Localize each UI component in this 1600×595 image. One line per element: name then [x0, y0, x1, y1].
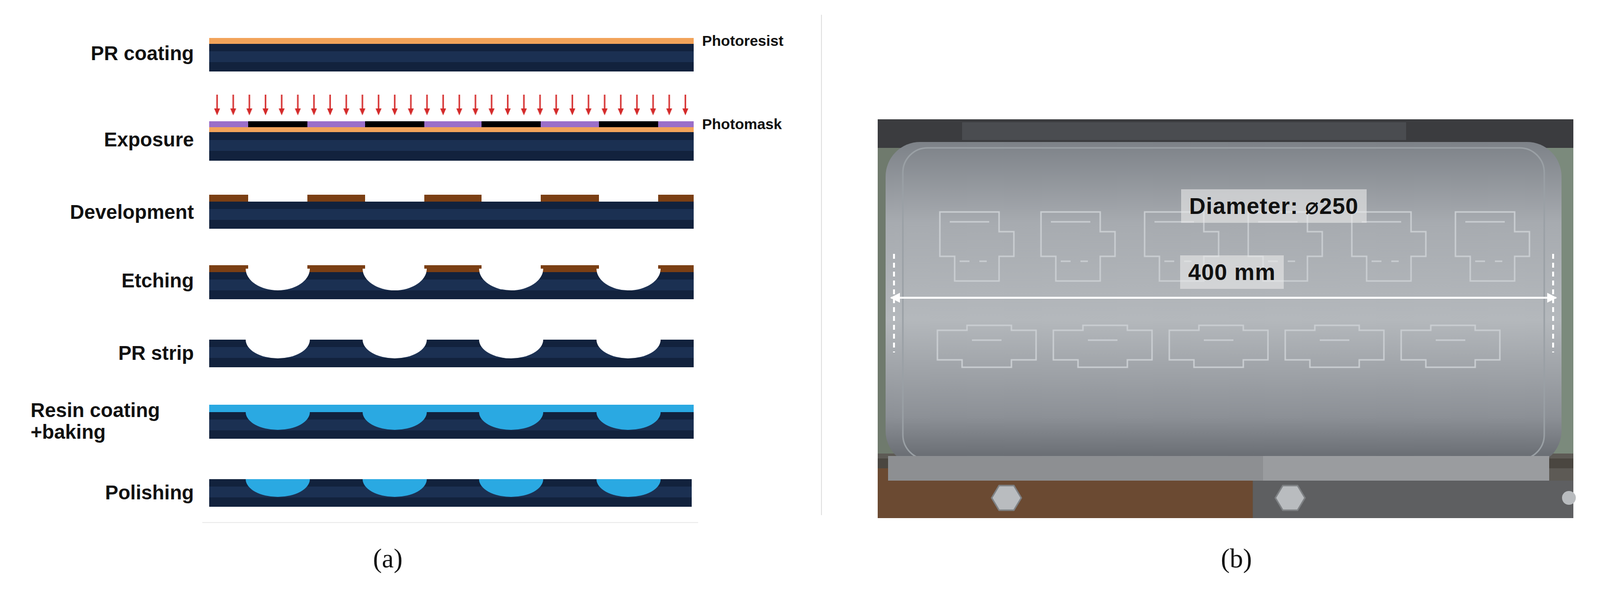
development-stack-part — [307, 194, 366, 202]
polishing-stack — [209, 479, 692, 508]
etching-stack-part — [362, 268, 427, 291]
roller-photo-part — [902, 148, 1545, 460]
roller-photo-part — [1455, 212, 1530, 282]
exposure-stack-part — [209, 127, 694, 133]
exposure-stack-part — [598, 121, 659, 128]
step-label: PR strip — [118, 341, 194, 366]
pr-strip-stack-part — [362, 339, 427, 359]
etching-stack-part — [209, 265, 249, 273]
roller-photo-part — [1253, 481, 1574, 519]
etching-stack-part — [540, 265, 599, 273]
pr-coating-stack-part — [209, 51, 694, 63]
roller-photo-part — [888, 456, 1264, 482]
etching-stack-part — [658, 265, 694, 273]
polishing-stack-part — [362, 479, 427, 498]
step-label: Exposure — [104, 127, 194, 152]
panel-label: (b) — [1221, 543, 1253, 575]
development-stack-part — [209, 201, 694, 229]
polishing-stack-part — [245, 479, 310, 498]
resin-stack-part — [209, 405, 694, 413]
layer-label: Photomask — [702, 115, 782, 134]
roller-photo-part — [885, 142, 1562, 466]
development-stack-part — [424, 194, 482, 202]
dimension-label: 400 mm — [1180, 255, 1284, 290]
etching-stack-part — [245, 268, 310, 291]
development-stack-part — [540, 194, 599, 202]
development-stack-part — [658, 194, 694, 202]
roller-photo-part — [1263, 456, 1550, 482]
roller-photo-part — [937, 325, 1037, 368]
dimension-label: Diameter: ⌀250 — [1181, 189, 1367, 224]
step-label: Etching — [121, 268, 194, 293]
roller-photo-part — [939, 212, 1014, 282]
step-label: PR coating — [90, 41, 194, 66]
development-stack-part — [209, 194, 249, 202]
etching-stack — [209, 265, 694, 300]
resin-stack-part — [596, 412, 661, 431]
resin-stack-part — [362, 412, 427, 431]
pr-strip-stack-part — [245, 339, 310, 359]
exposure-stack-part — [481, 121, 541, 128]
pr-strip-stack-part — [479, 339, 544, 359]
roller-photo-part — [1275, 485, 1305, 511]
panel-label: (a) — [372, 543, 403, 575]
step-label: Polishing — [105, 481, 194, 505]
roller-photo-part — [891, 297, 1557, 299]
roller-photo-part — [1041, 212, 1116, 282]
roller-photo-part — [1285, 325, 1384, 368]
step-label: Resin coating +baking — [30, 399, 189, 444]
exposure-stack — [209, 94, 694, 161]
roller-photo-part — [1562, 491, 1576, 506]
pr-strip-stack — [209, 339, 694, 368]
roller-photo — [877, 119, 1576, 519]
etching-stack-part — [424, 265, 482, 273]
exposure-stack-part — [209, 121, 694, 128]
roller-photo-part — [1552, 254, 1555, 353]
roller-photo-part — [877, 119, 1574, 519]
resin-stack-part — [209, 412, 694, 440]
etching-stack-part — [307, 265, 366, 273]
polishing-stack-part — [209, 479, 692, 508]
etching-stack-part — [479, 268, 544, 291]
exposure-stack-part — [365, 121, 425, 128]
roller-photo-part — [1401, 325, 1500, 368]
resin-stack-part — [245, 412, 310, 431]
development-stack-part — [209, 209, 694, 221]
roller-photo-part — [1169, 325, 1268, 368]
exposure-stack-part — [209, 94, 694, 117]
step-label: Development — [70, 200, 194, 224]
exposure-stack-part — [209, 132, 694, 161]
polishing-stack-part — [479, 479, 544, 498]
resin-stack — [209, 405, 694, 440]
roller-photo-part — [991, 485, 1022, 511]
resin-stack-part — [479, 412, 544, 431]
etching-stack-part — [596, 268, 661, 291]
exposure-stack-part — [248, 121, 308, 128]
panel-divider — [820, 14, 822, 516]
panel-frame — [202, 522, 699, 524]
layer-label: Photoresist — [702, 32, 784, 50]
polishing-stack-part — [596, 479, 661, 498]
development-stack — [209, 194, 694, 229]
pr-coating-stack-part — [209, 43, 694, 72]
exposure-stack-part — [209, 140, 694, 151]
roller-photo-part — [893, 254, 895, 353]
roller-photo-part — [1053, 325, 1153, 368]
pr-coating-stack-part — [209, 37, 694, 44]
pr-strip-stack-part — [209, 339, 694, 368]
pr-strip-stack-part — [596, 339, 661, 359]
pr-coating-stack — [209, 37, 694, 72]
roller-photo-part — [962, 122, 1407, 141]
